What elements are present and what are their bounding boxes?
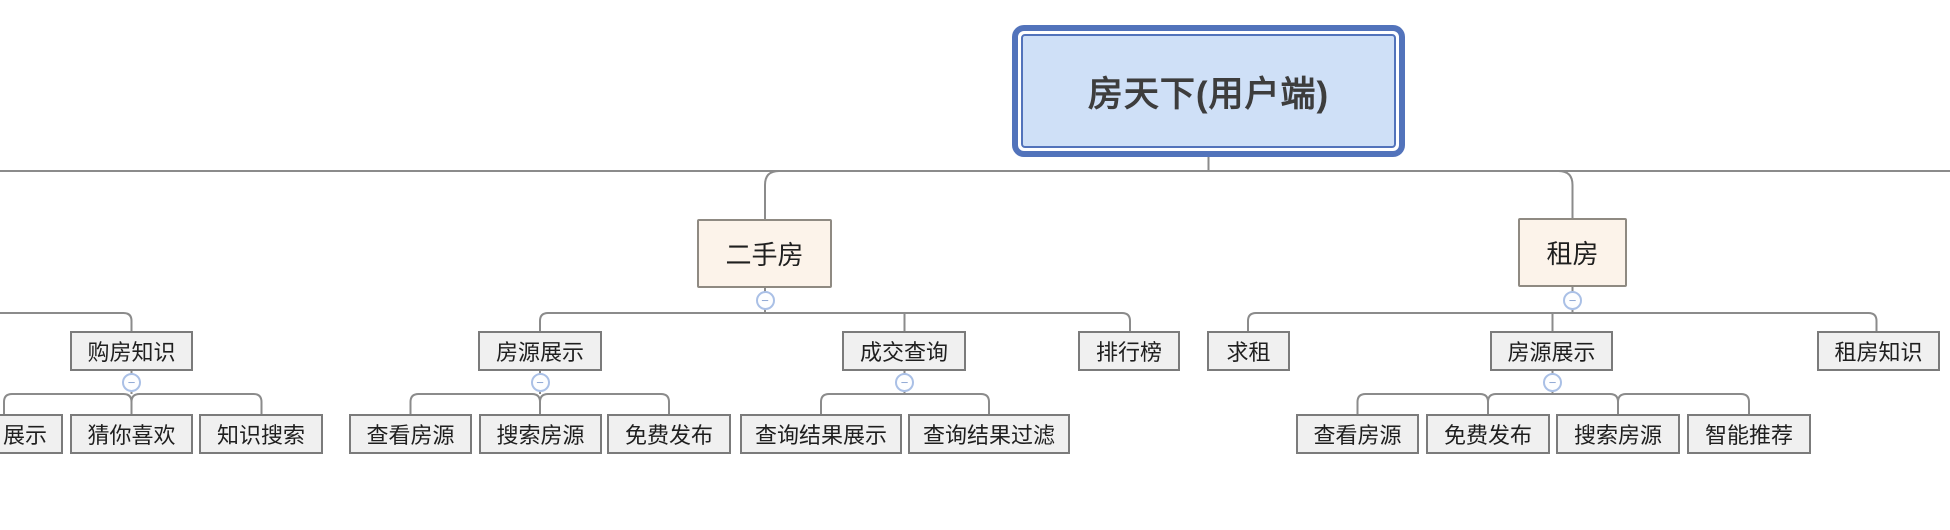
collapse-minus-button-fangyuanzhanshi-zf[interactable]: − — [1543, 373, 1562, 392]
topic-zufangzhishi[interactable]: 租房知识 — [1817, 331, 1940, 371]
collapse-minus-button-ershoufang[interactable]: − — [755, 290, 775, 310]
subtopic-mianfeifabu-zf[interactable]: 免费发布 — [1426, 414, 1550, 454]
subtopic-chaxunjieguo-guolv[interactable]: 查询结果过滤 — [908, 414, 1070, 454]
subtopic-sousuofangyuan-zf[interactable]: 搜索房源 — [1556, 414, 1680, 454]
subtopic-mianfeifabu-esf[interactable]: 免费发布 — [607, 414, 731, 454]
elbow-fangyuanzhanshi-zf-subtopics — [1356, 393, 1750, 414]
subtopic-chakanfangyuan-esf[interactable]: 查看房源 — [349, 414, 472, 454]
subtopic-zhinengtuijian[interactable]: 智能推荐 — [1687, 414, 1811, 454]
elbow-goufangzhishi-subtopics — [3, 393, 263, 414]
topic-chengjiaochaxun[interactable]: 成交查询 — [842, 331, 966, 371]
collapse-minus-button-zufang[interactable]: − — [1563, 290, 1582, 310]
connectors-group — [0, 157, 1950, 414]
subtopic-chaxunjieguo-zhanshi[interactable]: 查询结果展示 — [740, 414, 902, 454]
topic-fangyuanzhanshi-zf[interactable]: 房源展示 — [1490, 331, 1613, 371]
topic-paihangbang[interactable]: 排行榜 — [1078, 331, 1180, 371]
root-topic-label: 房天下(用户端) — [1021, 34, 1396, 148]
topic-qiuzu[interactable]: 求租 — [1207, 331, 1290, 371]
collapse-minus-button-fangyuanzhanshi-esf[interactable]: − — [530, 373, 550, 392]
subtopic-chakanfangyuan-zf[interactable]: 查看房源 — [1296, 414, 1419, 454]
subtopic-sousuofangyuan-esf[interactable]: 搜索房源 — [479, 414, 602, 454]
subtopic-zhanshi-cut[interactable]: 展示 — [0, 414, 63, 454]
topic-goufangzhishi[interactable]: 购房知识 — [70, 331, 193, 371]
elbow-chengjiaochaxun-subtopics — [820, 393, 990, 414]
collapse-minus-button-goufangzhishi[interactable]: − — [122, 373, 141, 392]
root-topic-fangtianxia[interactable]: 房天下(用户端) — [1012, 25, 1405, 157]
collapse-minus-button-chengjiaochaxun[interactable]: − — [895, 373, 914, 392]
elbow-fangyuanzhanshi-esf-subtopics — [409, 393, 670, 414]
elbow-ershoufang-topics — [539, 312, 1131, 331]
subtopic-zhishisousuo[interactable]: 知识搜索 — [199, 414, 323, 454]
branch-topic-ershoufang[interactable]: 二手房 — [697, 219, 832, 288]
branch-topic-zufang[interactable]: 租房 — [1518, 218, 1627, 287]
elbow-zufang-topics — [1247, 312, 1878, 331]
branch-line-zufang — [1558, 170, 1574, 218]
subtopic-cainixihuan[interactable]: 猜你喜欢 — [70, 414, 193, 454]
topic-fangyuanzhanshi-esf[interactable]: 房源展示 — [478, 331, 602, 371]
elbow-left-cut-subtree — [0, 312, 133, 331]
branch-line-ershoufang — [764, 170, 780, 219]
